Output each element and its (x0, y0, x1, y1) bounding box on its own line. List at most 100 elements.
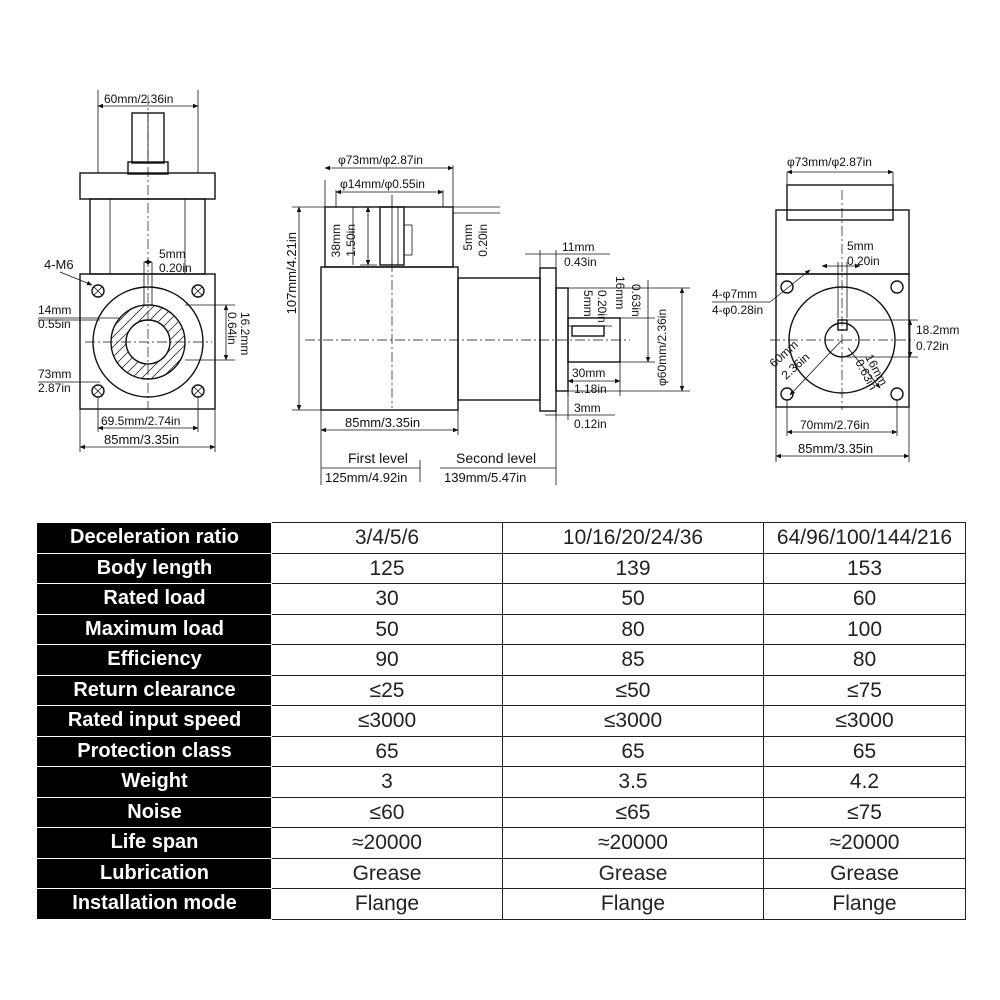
row-label: Protection class (37, 735, 272, 767)
cell-col3: ≤75 (763, 796, 966, 828)
cell-col3: 65 (763, 735, 966, 767)
cell-col2: ≤65 (502, 796, 764, 828)
row-label: Life span (37, 827, 272, 859)
dim-side-5b-in: 0.20in (595, 290, 609, 323)
row-label: Weight (37, 766, 272, 798)
dim-width: 85mm/3.35in (104, 432, 179, 447)
row-label: Deceleration ratio (37, 522, 272, 554)
dim-flange-holes: 4-φ7mm (712, 287, 757, 301)
dim-flange-holes-in: 4-φ0.28in (712, 303, 763, 317)
cell-col1: 125 (271, 552, 503, 584)
side-body (320, 266, 459, 411)
dim-side-11-in: 0.43in (564, 255, 597, 269)
dim-side-inner-dia: φ14mm/φ0.55in (340, 177, 425, 191)
row-label: Noise (37, 796, 272, 828)
row-label: Return clearance (37, 674, 272, 706)
cell-col1: ≈20000 (271, 827, 503, 859)
flange-hole (890, 387, 904, 401)
dim-pcd-in: 2.87in (38, 381, 71, 395)
side-view: φ73mm/φ2.87in φ14mm/φ0.55in 38mm 1.50in … (284, 153, 690, 485)
dim-flange-182-in: 0.72in (916, 339, 949, 353)
cell-col3: ≤75 (763, 674, 966, 706)
dim-flange-70: 70mm/2.76in (800, 418, 869, 432)
cell-col1: 90 (271, 644, 503, 676)
dim-side-phi60: φ60mm/2.36in (655, 309, 669, 386)
front-hole (191, 284, 205, 298)
front-top-flange (79, 172, 216, 200)
dim-flange-key: 5mm (847, 239, 874, 253)
cell-col1: 3/4/5/6 (271, 522, 503, 554)
row-label: Rated load (37, 583, 272, 615)
len-first: 125mm/4.92in (325, 470, 407, 485)
dim-side-3: 3mm (574, 401, 601, 415)
cell-col3: Flange (763, 888, 966, 920)
dim-side-5-in: 0.20in (476, 224, 490, 257)
cell-col1: 30 (271, 583, 503, 615)
label-thread: 4-M6 (44, 257, 74, 272)
row-label: Lubrication (37, 857, 272, 889)
dim-flange-85: 85mm/3.35in (798, 441, 873, 456)
flange-view: φ73mm/φ2.87in 5mm 0.20in 4-φ7mm 4-φ0.28i… (712, 155, 959, 462)
dim-side-5b: 5mm (581, 290, 595, 317)
flange-square (775, 273, 910, 408)
dim-side-30-in: 1.18in (574, 382, 607, 396)
dim-flange-182: 18.2mm (916, 323, 959, 337)
cell-col2: 80 (502, 613, 764, 645)
dim-side-5: 5mm (461, 224, 475, 251)
dim-keyway: 16.2mm (238, 312, 252, 355)
dim-side-38-in: 1.50in (344, 224, 358, 257)
dim-side-16: 16mm (613, 276, 627, 309)
cell-col2: 10/16/20/24/36 (502, 522, 764, 554)
dim-side-outer-dia: φ73mm/φ2.87in (338, 153, 423, 167)
cell-col3: ≤3000 (763, 705, 966, 737)
dim-side-11: 11mm (562, 240, 594, 254)
dim-pcd: 73mm (38, 367, 71, 381)
cell-col3: Grease (763, 857, 966, 889)
cell-col2: Flange (502, 888, 764, 920)
dim-flange-key-in: 0.20in (847, 254, 880, 268)
table-row: Noise≤60≤65≤75 (37, 796, 966, 828)
dim-bore-in: 0.55in (38, 317, 71, 331)
cell-col1: 50 (271, 613, 503, 645)
cell-col1: ≤60 (271, 796, 503, 828)
cell-col2: 65 (502, 735, 764, 767)
table-row: Rated input speed≤3000≤3000≤3000 (37, 705, 966, 737)
cell-col2: Grease (502, 857, 764, 889)
cell-col2: ≈20000 (502, 827, 764, 859)
cell-col3: 100 (763, 613, 966, 645)
cell-col2: 85 (502, 644, 764, 676)
dim-key: 5mm (159, 247, 186, 261)
row-label: Maximum load (37, 613, 272, 645)
label-first-level: First level (348, 450, 408, 466)
dim-shaft-width: 60mm/2.36in (104, 92, 173, 106)
dim-side-38: 38mm (329, 224, 343, 257)
cell-col3: 153 (763, 552, 966, 584)
row-label: Rated input speed (37, 705, 272, 737)
front-view: 60mm/2.36in 4-M6 5mm 0.20in 14mm 0.55in … (38, 90, 252, 452)
cell-col2: 3.5 (502, 766, 764, 798)
technical-drawing: 60mm/2.36in 4-M6 5mm 0.20in 14mm 0.55in … (38, 90, 959, 485)
front-hole (91, 284, 105, 298)
table-row: Return clearance≤25≤50≤75 (37, 674, 966, 706)
dim-holes: 69.5mm/2.74in (101, 414, 180, 428)
dim-side-height: 107mm/4.21in (284, 232, 299, 314)
cell-col2: 139 (502, 552, 764, 584)
cell-col1: 65 (271, 735, 503, 767)
cell-col3: 80 (763, 644, 966, 676)
cell-col1: ≤25 (271, 674, 503, 706)
front-square-flange (79, 273, 216, 410)
cell-col2: ≤3000 (502, 705, 764, 737)
cell-col1: ≤3000 (271, 705, 503, 737)
cell-col2: ≤50 (502, 674, 764, 706)
table-row: Life span≈20000≈20000≈20000 (37, 827, 966, 859)
